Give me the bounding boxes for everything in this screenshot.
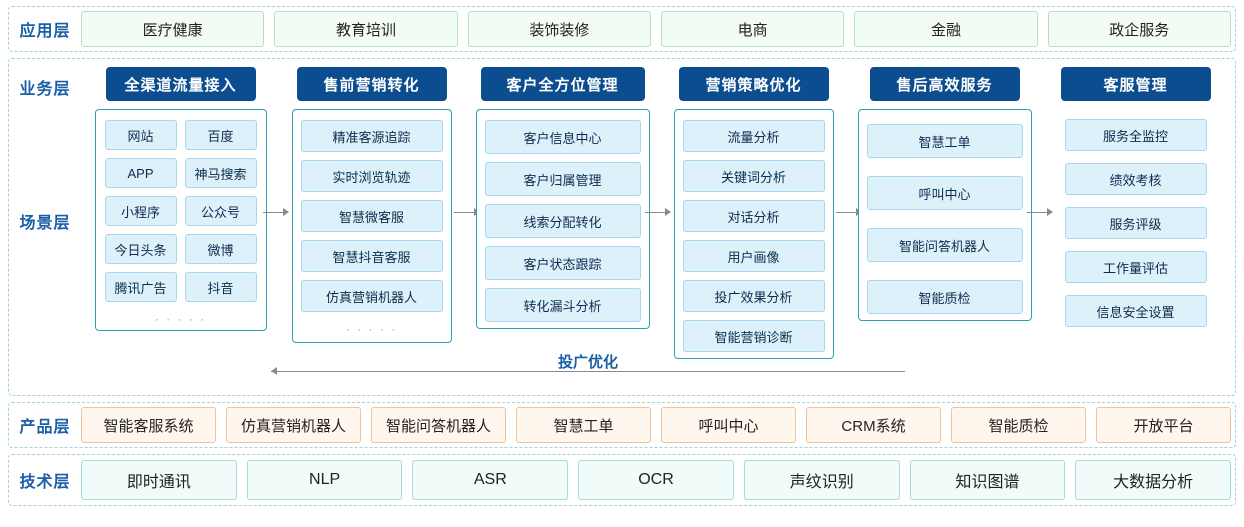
product-item[interactable]: 智慧工单 [516, 407, 651, 443]
application-layer-items: 医疗健康 教育培训 装饰装修 电商 金融 政企服务 [81, 7, 1235, 51]
column-title[interactable]: 营销策略优化 [678, 67, 829, 101]
column-body: 流量分析 关键词分析 对话分析 用户画像 投广效果分析 智能营销诊断 [673, 109, 834, 359]
product-item[interactable]: 智能客服系统 [81, 407, 216, 443]
scene-chip[interactable]: 网站 [104, 120, 177, 150]
pipeline-column-customer: 客户全方位管理 客户信息中心 客户归属管理 线索分配转化 客户状态跟踪 转化漏斗… [467, 67, 671, 329]
scene-chip[interactable]: 线索分配转化 [484, 204, 641, 238]
pipeline-column-strategy: 营销策略优化 流量分析 关键词分析 对话分析 用户画像 投广效果分析 智能营销诊… [658, 67, 862, 359]
product-item[interactable]: 开放平台 [1096, 407, 1231, 443]
scene-chip[interactable]: 服务全监控 [1064, 119, 1207, 151]
column-body: 精准客源追踪 实时浏览轨迹 智慧微客服 智慧抖音客服 仿真营销机器人 · · ·… [291, 109, 452, 343]
column-body: 网站 百度 APP 神马搜索 小程序 公众号 今日头条 微博 腾讯广告 抖音 ·… [94, 109, 267, 331]
technology-item[interactable]: OCR [578, 460, 734, 500]
scene-chip[interactable]: 工作量评估 [1064, 251, 1207, 283]
scene-chip[interactable]: 信息安全设置 [1064, 295, 1207, 327]
scene-chip[interactable]: 关键词分析 [682, 160, 825, 192]
scene-chip[interactable]: 呼叫中心 [866, 176, 1023, 210]
pipeline-column-presale: 售前营销转化 精准客源追踪 实时浏览轨迹 智慧微客服 智慧抖音客服 仿真营销机器… [276, 67, 480, 343]
column-title[interactable]: 售前营销转化 [296, 67, 447, 101]
scene-chip[interactable]: 智慧工单 [866, 124, 1023, 158]
pipeline-columns: 全渠道流量接入 网站 百度 APP 神马搜索 小程序 公众号 今日头条 微博 腾… [81, 59, 1235, 395]
scene-chip[interactable]: 智能问答机器人 [866, 228, 1023, 262]
application-item[interactable]: 电商 [660, 11, 845, 47]
column-title[interactable]: 全渠道流量接入 [105, 67, 256, 101]
scene-chip[interactable]: 智能质检 [866, 280, 1023, 314]
application-layer-band: 应用层 医疗健康 教育培训 装饰装修 电商 金融 政企服务 [8, 6, 1236, 52]
column-title[interactable]: 售后高效服务 [869, 67, 1020, 101]
technology-layer-items: 即时通讯 NLP ASR OCR 声纹识别 知识图谱 大数据分析 [81, 455, 1235, 505]
application-item[interactable]: 教育培训 [274, 11, 458, 47]
technology-layer-band: 技术层 即时通讯 NLP ASR OCR 声纹识别 知识图谱 大数据分析 [8, 454, 1236, 506]
product-item[interactable]: 仿真营销机器人 [226, 407, 361, 443]
column-title[interactable]: 客服管理 [1060, 67, 1211, 101]
scene-chip[interactable]: 客户状态跟踪 [484, 246, 641, 280]
product-layer-items: 智能客服系统 仿真营销机器人 智能问答机器人 智慧工单 呼叫中心 CRM系统 智… [81, 403, 1235, 447]
channel-chip-grid: 网站 百度 APP 神马搜索 小程序 公众号 今日头条 微博 腾讯广告 抖音 [104, 120, 258, 302]
column-body: 智慧工单 呼叫中心 智能问答机器人 智能质检 [857, 109, 1032, 321]
column-body: 客户信息中心 客户归属管理 线索分配转化 客户状态跟踪 转化漏斗分析 [475, 109, 650, 329]
product-item[interactable]: 智能问答机器人 [371, 407, 506, 443]
scene-chip[interactable]: 绩效考核 [1064, 163, 1207, 195]
scene-chip[interactable]: 实时浏览轨迹 [300, 160, 443, 192]
column-body: 服务全监控 绩效考核 服务评级 工作量评估 信息安全设置 [1056, 109, 1215, 333]
business-layer-label: 业务层 [19, 81, 71, 98]
scene-chip[interactable]: 微博 [184, 234, 257, 264]
more-dots: · · · · · [154, 312, 207, 326]
scene-chip[interactable]: 小程序 [104, 196, 177, 226]
scene-chip[interactable]: 智慧抖音客服 [300, 240, 443, 272]
scene-chip[interactable]: 客户信息中心 [484, 120, 641, 154]
business-scene-band: 业务层 场景层 全渠道流量接入 网站 百度 APP 神马搜索 小程序 公众号 今… [8, 58, 1236, 396]
pipeline-column-channel: 全渠道流量接入 网站 百度 APP 神马搜索 小程序 公众号 今日头条 微博 腾… [85, 67, 289, 331]
flow-arrow [1027, 207, 1053, 217]
feedback-label: 投广优化 [557, 354, 618, 371]
technology-layer-label: 技术层 [19, 474, 71, 491]
scene-chip[interactable]: 腾讯广告 [104, 272, 177, 302]
scene-layer-label: 场景层 [19, 215, 71, 232]
product-layer-label: 产品层 [19, 419, 71, 436]
application-item[interactable]: 装饰装修 [467, 11, 651, 47]
pipeline-column-aftersale: 售后高效服务 智慧工单 呼叫中心 智能问答机器人 智能质检 [849, 67, 1053, 321]
scene-chip[interactable]: 智能营销诊断 [682, 320, 825, 352]
flow-arrow [645, 207, 671, 217]
scene-chip[interactable]: 神马搜索 [184, 158, 257, 188]
column-title[interactable]: 客户全方位管理 [480, 67, 645, 101]
scene-chip[interactable]: 公众号 [184, 196, 257, 226]
scene-chip[interactable]: 流量分析 [682, 120, 825, 152]
scene-chip[interactable]: 用户画像 [682, 240, 825, 272]
scene-chip[interactable]: 百度 [184, 120, 257, 150]
scene-chip[interactable]: 精准客源追踪 [300, 120, 443, 152]
product-item[interactable]: CRM系统 [806, 407, 941, 443]
application-item[interactable]: 医疗健康 [81, 11, 265, 47]
application-layer-label: 应用层 [19, 23, 71, 40]
flow-arrow [263, 207, 289, 217]
scene-chip[interactable]: 对话分析 [682, 200, 825, 232]
technology-item[interactable]: NLP [246, 460, 403, 500]
technology-item[interactable]: 即时通讯 [81, 460, 237, 500]
feedback-arrow: 投广优化 [271, 354, 905, 381]
technology-item[interactable]: 大数据分析 [1075, 460, 1232, 500]
technology-item[interactable]: ASR [412, 460, 569, 500]
technology-item[interactable]: 声纹识别 [743, 460, 900, 500]
product-item[interactable]: 呼叫中心 [661, 407, 796, 443]
scene-chip[interactable]: APP [104, 158, 177, 188]
mid-layer-labels: 业务层 场景层 [9, 59, 81, 395]
scene-chip[interactable]: 转化漏斗分析 [484, 288, 641, 322]
technology-item[interactable]: 知识图谱 [909, 460, 1066, 500]
application-item[interactable]: 金融 [854, 11, 1038, 47]
scene-chip[interactable]: 仿真营销机器人 [300, 280, 443, 312]
scene-chip[interactable]: 投广效果分析 [682, 280, 825, 312]
pipeline-column-service-mgmt: 客服管理 服务全监控 绩效考核 服务评级 工作量评估 信息安全设置 [1040, 67, 1231, 333]
product-item[interactable]: 智能质检 [951, 407, 1086, 443]
application-item[interactable]: 政企服务 [1047, 11, 1231, 47]
scene-chip[interactable]: 服务评级 [1064, 207, 1207, 239]
scene-chip[interactable]: 抖音 [184, 272, 257, 302]
scene-chip[interactable]: 今日头条 [104, 234, 177, 264]
scene-chip[interactable]: 智慧微客服 [300, 200, 443, 232]
scene-chip[interactable]: 客户归属管理 [484, 162, 641, 196]
product-layer-band: 产品层 智能客服系统 仿真营销机器人 智能问答机器人 智慧工单 呼叫中心 CRM… [8, 402, 1236, 448]
more-dots: · · · · · [345, 322, 398, 336]
